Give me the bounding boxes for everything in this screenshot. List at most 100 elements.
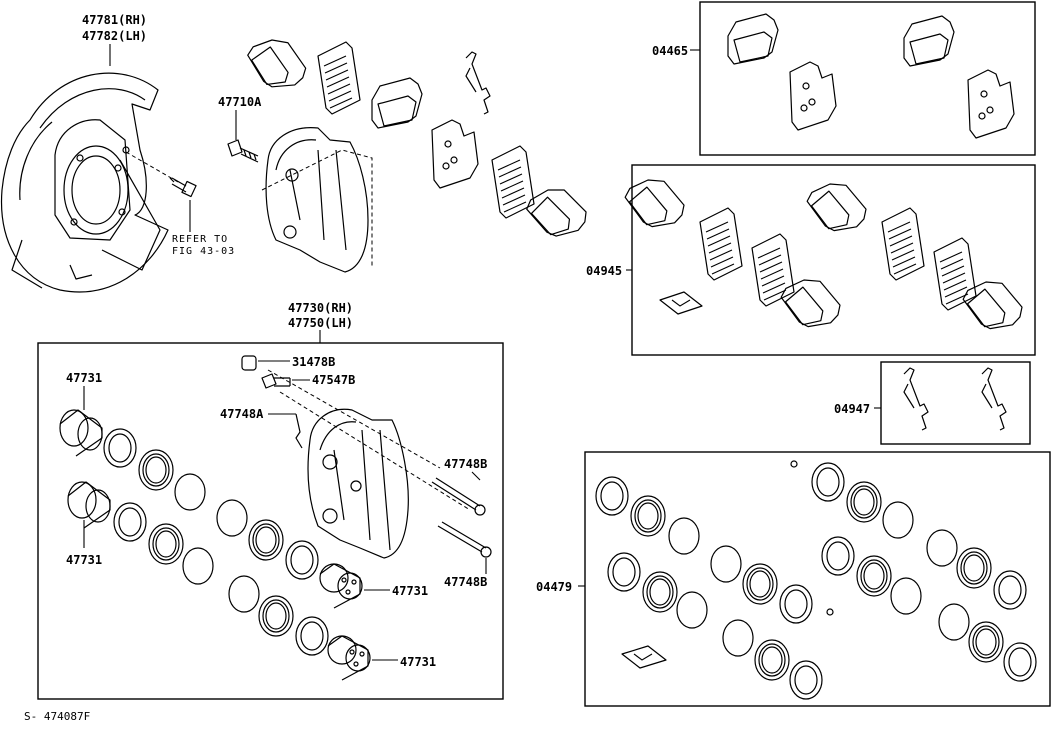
label-piston-r2: 47731 bbox=[400, 655, 436, 669]
kit-04479-seal-6 bbox=[821, 536, 855, 576]
kit-04479-label-plate bbox=[621, 645, 667, 669]
pad-outer-2 bbox=[523, 178, 593, 248]
kit-04465-pad-2 bbox=[903, 15, 955, 67]
label-footer: S- 474087F bbox=[24, 710, 90, 723]
seal-4 bbox=[295, 616, 329, 656]
caliper-bolt bbox=[227, 139, 259, 163]
label-pin-lower: 47748B bbox=[444, 575, 487, 589]
boot-3 bbox=[248, 519, 284, 561]
anti-squeal-clip bbox=[465, 51, 491, 115]
pad-front-1 bbox=[371, 77, 423, 129]
caliper-upper bbox=[261, 127, 373, 273]
kit-04945-lined-2 bbox=[751, 233, 795, 307]
label-refer-1: REFER TO bbox=[172, 234, 228, 245]
kit-04479-boot-4 bbox=[754, 639, 790, 681]
label-bolt: 47710A bbox=[218, 95, 262, 109]
kit-04479-cap-1 bbox=[790, 460, 798, 468]
kit-04479-boot-1 bbox=[630, 495, 666, 537]
kit-04479-seal-3 bbox=[779, 584, 813, 624]
kit-04479-box bbox=[584, 451, 1051, 707]
seal-2 bbox=[113, 502, 147, 542]
piston-top-left bbox=[59, 409, 103, 457]
kit-04465-pad-1 bbox=[727, 13, 779, 65]
label-kit-04479: 04479 bbox=[536, 580, 572, 594]
kit-04945-lined-3 bbox=[881, 207, 925, 281]
kit-04479-seal-7 bbox=[993, 570, 1027, 610]
label-piston-ml: 47731 bbox=[66, 553, 102, 567]
label-caliper-lh: 47750(LH) bbox=[288, 316, 353, 330]
kit-04945-lined-1 bbox=[699, 207, 743, 281]
caliper-lower bbox=[307, 408, 409, 559]
dust-shield bbox=[0, 72, 169, 293]
leader-pin-upper bbox=[471, 471, 481, 481]
kit-04479-boot-3 bbox=[742, 563, 778, 605]
boot-1 bbox=[138, 449, 174, 491]
kit-04479-dust-7 bbox=[926, 529, 958, 567]
kit-04479-dust-1 bbox=[668, 517, 700, 555]
kit-04479-dust-8 bbox=[938, 603, 970, 641]
kit-04465-box bbox=[699, 1, 1036, 156]
kit-04479-boot-5 bbox=[846, 481, 882, 523]
dash-shield-bolt bbox=[125, 151, 179, 183]
kit-04479-cap-2 bbox=[826, 608, 834, 616]
label-shield-lh: 47782(LH) bbox=[82, 29, 147, 43]
pad-spring bbox=[295, 413, 303, 449]
kit-04479-boot-7 bbox=[956, 547, 992, 589]
kit-04945-outer-4 bbox=[960, 272, 1028, 340]
kit-04479-seal-4 bbox=[789, 660, 823, 700]
label-bleeder-cap: 31478B bbox=[292, 355, 335, 369]
boot-2 bbox=[148, 523, 184, 565]
kit-04945-lined-4 bbox=[933, 237, 977, 311]
piston-right-1 bbox=[319, 563, 363, 609]
seal-1 bbox=[103, 428, 137, 468]
dust-seal-4 bbox=[228, 575, 260, 613]
kit-04479-dust-6 bbox=[890, 577, 922, 615]
kit-04479-dust-2 bbox=[676, 591, 708, 629]
kit-04479-boot-8 bbox=[968, 621, 1004, 663]
dust-seal-3 bbox=[216, 499, 248, 537]
kit-04479-dust-5 bbox=[882, 501, 914, 539]
label-kit-04465: 04465 bbox=[652, 44, 688, 58]
dust-seal-1 bbox=[174, 473, 206, 511]
label-bleeder: 47547B bbox=[312, 373, 355, 387]
kit-04465-shim-1 bbox=[789, 61, 837, 131]
dash-lower bbox=[267, 369, 471, 511]
guide-pin-lower bbox=[437, 521, 492, 558]
label-kit-04947: 04947 bbox=[834, 402, 870, 416]
piston-mid-left bbox=[67, 481, 111, 529]
label-shield-rh: 47781(RH) bbox=[82, 13, 147, 27]
label-piston-r1: 47731 bbox=[392, 584, 428, 598]
seal-3 bbox=[285, 540, 319, 580]
kit-04479-dust-3 bbox=[710, 545, 742, 583]
label-caliper-rh: 47730(RH) bbox=[288, 301, 353, 315]
bleeder-cap bbox=[241, 355, 290, 371]
kit-04947-clip-1 bbox=[903, 367, 929, 431]
label-pin-upper: 47748B bbox=[444, 457, 487, 471]
pad-outer-1 bbox=[245, 31, 311, 98]
kit-04479-dust-4 bbox=[722, 619, 754, 657]
label-spring: 47748A bbox=[220, 407, 264, 421]
label-refer-2: FIG 43-03 bbox=[172, 246, 235, 257]
kit-04947-box bbox=[880, 361, 1031, 445]
kit-04479-seal-1 bbox=[595, 476, 629, 516]
pad-lined-1 bbox=[317, 41, 361, 115]
kit-04479-seal-8 bbox=[1003, 642, 1037, 682]
shield-bolt bbox=[169, 177, 197, 198]
kit-04945-label-plate bbox=[659, 291, 703, 315]
kit-04479-boot-6 bbox=[856, 555, 892, 597]
dust-seal-2 bbox=[182, 547, 214, 585]
caliper-assembly-box bbox=[37, 342, 504, 700]
label-kit-04945: 04945 bbox=[586, 264, 622, 278]
kit-04945-outer-3 bbox=[804, 174, 872, 242]
bleeder-screw bbox=[261, 373, 310, 389]
kit-04479-seal-2 bbox=[607, 552, 641, 592]
pad-shim-1 bbox=[431, 119, 479, 189]
kit-04947-clip-2 bbox=[981, 367, 1007, 431]
kit-04465-shim-2 bbox=[967, 69, 1015, 139]
kit-04479-seal-5 bbox=[811, 462, 845, 502]
boot-4 bbox=[258, 595, 294, 637]
kit-04945-outer-2 bbox=[778, 270, 846, 338]
kit-04479-boot-2 bbox=[642, 571, 678, 613]
guide-pin-upper bbox=[431, 477, 486, 516]
